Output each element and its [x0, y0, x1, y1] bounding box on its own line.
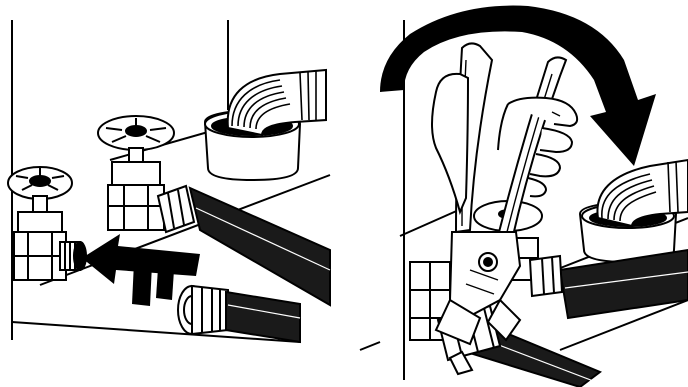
- supply-hose: [226, 292, 300, 342]
- right-floor-edge: [360, 342, 380, 350]
- hand: [432, 74, 577, 212]
- left-panel: [8, 20, 330, 342]
- hose-end-fitting: [178, 286, 228, 334]
- tighten-arrow: [380, 6, 656, 166]
- drain-hose: [228, 70, 326, 135]
- connected-hose: [158, 186, 330, 305]
- right-panel: [360, 6, 688, 387]
- hot-valve: [8, 167, 86, 280]
